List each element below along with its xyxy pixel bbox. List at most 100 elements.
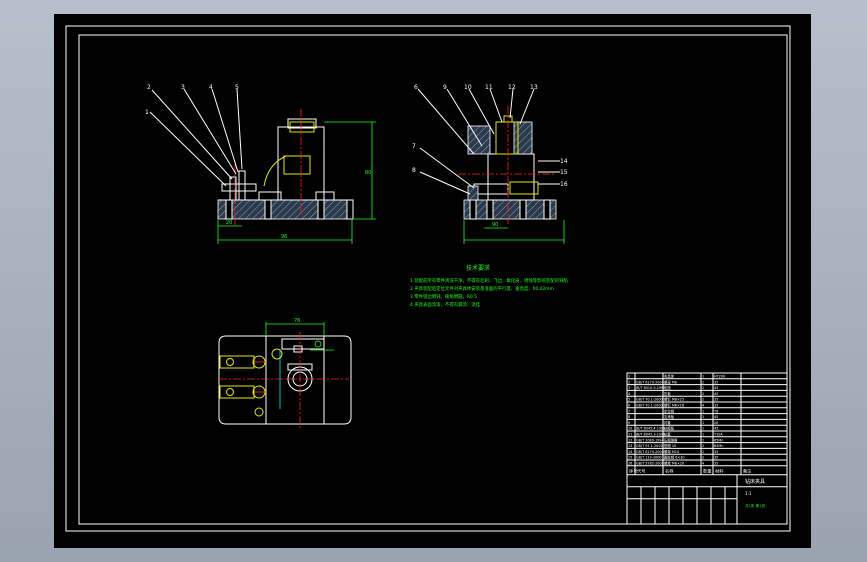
bom-cell: 45 — [714, 386, 718, 390]
bom-header-1: 代号 — [637, 467, 645, 474]
balloon-f2: 2 — [147, 84, 151, 91]
bom-cell: 5 — [628, 398, 630, 402]
bom-cell: 65Mn — [714, 438, 723, 442]
bom-cell: 65Mn — [714, 444, 723, 448]
balloon-s15: 15 — [560, 169, 568, 176]
bom-header-5: 备注 — [743, 467, 752, 474]
balloon-s6: 6 — [414, 84, 418, 91]
plan-view[interactable]: 76 — [218, 318, 352, 428]
bom-header-0: 序号 — [629, 467, 637, 474]
front-dim-width: 96 — [281, 234, 287, 240]
balloon-f3: 3 — [181, 84, 185, 91]
plan-dim-width: 76 — [294, 318, 300, 324]
bom-cell: JB/T 8045.4-1999 — [635, 427, 665, 431]
bom-cell: 6 — [628, 404, 630, 408]
front-view[interactable]: 1 2 3 4 5 96 20 80 — [145, 84, 376, 244]
bom-cell: 钻模板 — [664, 426, 675, 431]
bom-cell: 垫圈 10 — [664, 443, 676, 448]
side-base-plate — [463, 199, 557, 220]
inner-frame — [78, 34, 788, 525]
bom-cell: 1 — [702, 375, 704, 379]
bom-cell: 45 — [714, 415, 718, 419]
bom-cell: GB/T 97.1-2002 — [636, 444, 663, 448]
bom-cell: 螺母 M10 — [664, 449, 679, 454]
balloon-s9: 9 — [443, 84, 447, 91]
balloon-s11: 11 — [485, 84, 493, 91]
bom-cell: 35 — [714, 456, 718, 460]
bom-cell: 15 — [628, 456, 632, 460]
balloon-s7: 7 — [412, 143, 416, 150]
bom-cell: 11 — [628, 433, 632, 437]
balloon-f5: 5 — [235, 84, 239, 91]
bom-cell: 8 — [628, 415, 630, 419]
bom-cell: GB/T 6170-2000 — [636, 380, 664, 384]
bom-header-3: 数量 — [703, 467, 711, 474]
tech-line-1: 1.装配前所有零件清洗干净，不得有毛刺、飞边、氧化皮、锈蚀等影响装配的缺陷 — [410, 277, 568, 284]
front-dim-height: 80 — [365, 170, 371, 176]
bom-cell: GB/T 6170-2000 — [636, 450, 664, 454]
drawing-sheet: 共1张 第1张 — [745, 503, 765, 508]
bom-cell: 20 — [714, 421, 718, 425]
bom-cell: 4 — [702, 404, 704, 408]
bom-cell: 1 — [702, 409, 704, 413]
balloon-s13: 13 — [530, 84, 538, 91]
bom-cell: 螺钉 M6×16 — [664, 403, 684, 408]
bom-header-4: 材料 — [715, 467, 724, 474]
bom-cell: 9 — [628, 421, 630, 425]
bom-header-2: 名称 — [665, 467, 673, 474]
bom-cell: GB/T 2089-1994 — [636, 438, 664, 442]
bom-cell: 3 — [628, 386, 630, 390]
bom-cell: 支承板 — [664, 414, 675, 419]
outer-frame — [65, 25, 791, 532]
tech-line-3: 3.零件锐边倒钝，棱角倒圆，R0.5 — [410, 293, 477, 300]
balloon-f1: 1 — [145, 109, 149, 116]
drawing-scale: 1:1 — [745, 491, 752, 496]
bom-cell: 螺钉 M8×25 — [664, 397, 684, 402]
bom-cell: 2 — [702, 398, 704, 402]
bom-cell: 2 — [702, 380, 704, 384]
tech-line-4: 4.夹具表面涂漆，不得有漏涂、流挂 — [410, 301, 481, 308]
bom-cell: 7 — [628, 409, 630, 413]
bom-cell: 2 — [702, 450, 704, 454]
bom-cell: 4 — [628, 392, 630, 396]
bom-cell: 2 — [702, 415, 704, 419]
balloon-s12: 12 — [508, 84, 516, 91]
bom-cell: 35 — [714, 450, 718, 454]
bom-cell: 45 — [714, 427, 718, 431]
balloon-f4: 4 — [209, 84, 213, 91]
bom-cell: 1 — [702, 433, 704, 437]
bom-cell: JB/T 8010.9-1999 — [635, 386, 665, 390]
side-view[interactable]: 6 9 10 11 12 13 7 8 14 15 16 90 — [412, 84, 568, 244]
bom-cell: 35 — [714, 380, 718, 384]
bom-cell: 35 — [714, 398, 718, 402]
bom-cell: 螺栓 M8×20 — [664, 461, 684, 466]
bom-cell: 13 — [628, 444, 632, 448]
bom-cell: 支座 — [664, 385, 671, 390]
bom-cell: T8 — [713, 409, 718, 413]
bom-cell: 螺母 M8 — [664, 379, 677, 384]
bom-cell: 2 — [702, 438, 704, 442]
bom-cell: 2 — [702, 392, 704, 396]
bom-cell: 2 — [702, 456, 704, 460]
bom-cell: 16 — [628, 462, 632, 466]
bom-cell: 2 — [628, 380, 630, 384]
bom-cell: 4 — [702, 462, 704, 466]
front-base-plate — [217, 199, 353, 220]
balloon-s8: 8 — [412, 167, 416, 174]
side-dim-width: 90 — [492, 222, 498, 228]
bom-cell: GB/T 119-2000 — [636, 456, 662, 460]
bom-cell: 45 — [714, 392, 718, 396]
bom-cell: JB/T 8045.3-1999 — [635, 433, 665, 437]
balloon-s16: 16 — [560, 181, 568, 188]
bom-cell: 钻套 — [664, 432, 671, 437]
bom-cell: 圆柱销 6×30 — [664, 455, 685, 460]
bom-cell: GB/T 70.1-2000 — [636, 404, 663, 408]
bom-cell: 10 — [628, 427, 632, 431]
bom-cell: 衬套 — [664, 420, 671, 425]
bom-cell: 1 — [702, 427, 704, 431]
cad-viewport[interactable]: 1 2 3 4 5 96 20 80 — [54, 14, 811, 548]
bom-cell: 2 — [702, 386, 704, 390]
bom-cell: 1 — [628, 375, 630, 379]
drawing-title: 钻床夹具 — [745, 478, 765, 485]
